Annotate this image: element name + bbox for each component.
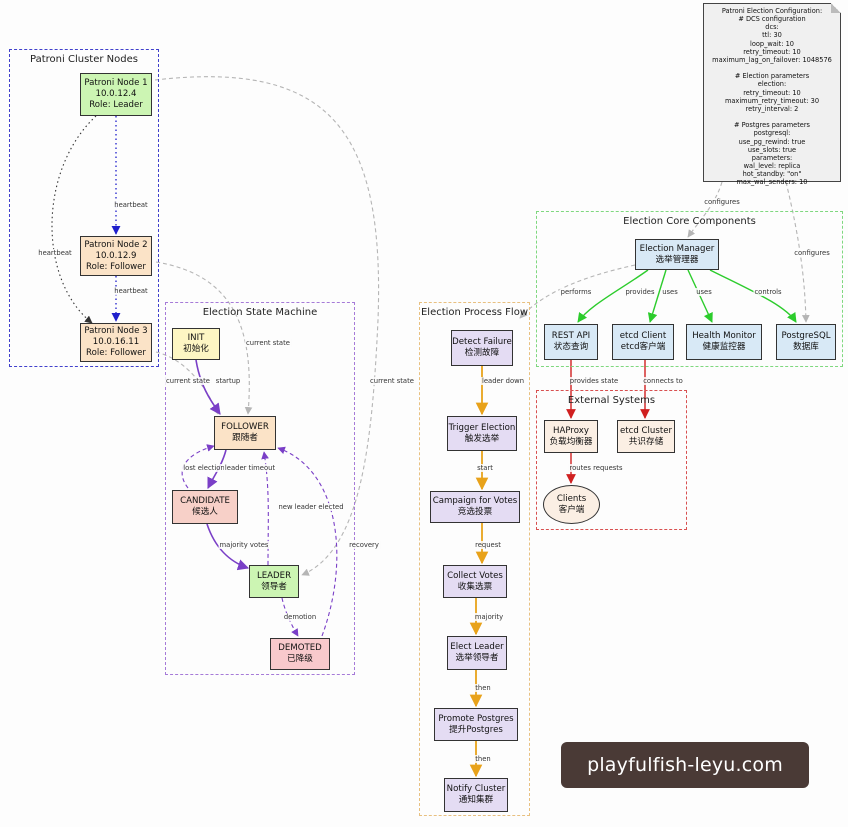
edge-label-routes-requests: routes requests — [568, 464, 624, 472]
cluster-patroni-nodes: Patroni Cluster Nodes — [9, 49, 159, 367]
edge-label-request: request — [474, 541, 502, 549]
edge-label-then: then — [474, 684, 492, 692]
edge-label-provides-state: provides state — [568, 377, 620, 385]
cluster-title: External Systems — [567, 395, 656, 406]
cluster-core-components: Election Core Components — [536, 211, 843, 367]
edge-p2-follower — [155, 261, 253, 415]
note-fold-icon — [831, 3, 841, 13]
edge-label-start: start — [476, 464, 494, 472]
edge-label-heartbeat: heartbeat — [37, 249, 73, 257]
edge-label-demotion: demotion — [282, 613, 318, 621]
cluster-title: Election Core Components — [623, 216, 756, 227]
edge-label-new-leader-elected: new leader elected — [277, 503, 345, 511]
edge-label-leader-timeout: leader timeout — [223, 464, 277, 472]
edge-em-rest — [577, 269, 649, 323]
cluster-title: Election Process Flow — [420, 307, 529, 318]
config-note: Patroni Election Configuration:# DCS con… — [703, 3, 841, 186]
edge-label-current-state: current state — [165, 377, 211, 385]
edge-label-current-state: current state — [369, 377, 415, 385]
config-note-lines: Patroni Election Configuration:# DCS con… — [712, 7, 832, 187]
edge-label-connects-to: connects to — [642, 377, 684, 385]
edge-label-leader-down: leader down — [480, 377, 526, 385]
edge-label-performs: performs — [559, 288, 593, 296]
cluster-title: Election State Machine — [202, 307, 318, 318]
edge-label-configures: configures — [793, 249, 831, 257]
edge-label-provides: provides — [624, 288, 656, 296]
edge-label-startup: startup — [214, 377, 242, 385]
edge-init-follower — [195, 359, 221, 415]
edge-label-controls: controls — [753, 288, 783, 296]
edge-demoted-follower — [277, 446, 338, 637]
edge-label-lost-election: lost election — [182, 464, 226, 472]
edge-label-heartbeat: heartbeat — [113, 201, 149, 209]
edge-label-uses: uses — [661, 288, 679, 296]
watermark-badge: playfulfish-leyu.com — [561, 742, 809, 788]
edge-label-heartbeat: heartbeat — [113, 287, 149, 295]
cluster-state-machine: Election State Machine — [165, 302, 355, 675]
edge-label-then: then — [474, 755, 492, 763]
edge-label-current-state: current state — [245, 339, 291, 347]
edge-em-etcdc — [647, 269, 667, 323]
edge-p1-leader — [154, 76, 380, 576]
edge-p1-p3 — [51, 115, 97, 324]
edge-label-recovery: recovery — [348, 541, 380, 549]
edge-label-majority: majority — [473, 613, 505, 621]
edge-config-pg — [785, 181, 810, 323]
edge-candidate-leader — [206, 523, 250, 571]
edge-leader-follower — [261, 451, 269, 566]
cluster-external-systems: External Systems — [536, 390, 687, 530]
edge-label-uses: uses — [695, 288, 713, 296]
edge-em-health — [687, 269, 713, 323]
edge-config-em — [687, 181, 723, 238]
cluster-title: Patroni Cluster Nodes — [30, 54, 138, 65]
edge-label-configures: configures — [703, 198, 741, 206]
cluster-process-flow: Election Process Flow — [419, 302, 530, 816]
edge-em-pg — [709, 269, 797, 323]
edge-label-majority-votes: majority votes — [218, 541, 270, 549]
